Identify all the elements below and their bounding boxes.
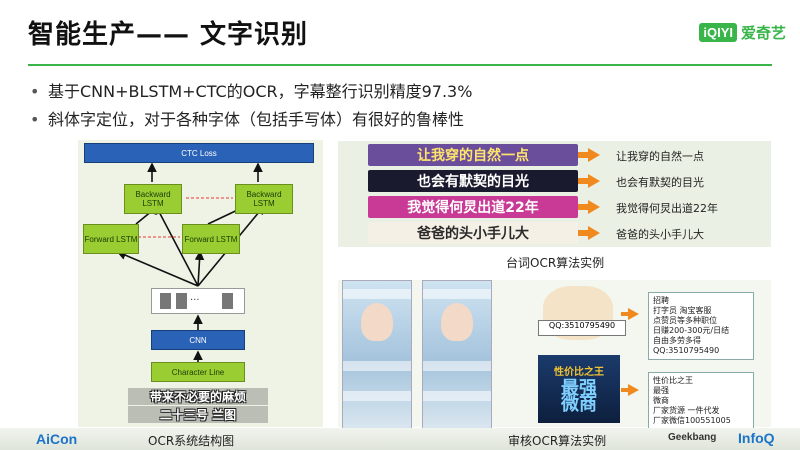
card-line: 微商 xyxy=(653,396,669,405)
card-line: 厂家货源 一件代发 xyxy=(653,406,720,415)
backward-lstm-box: Backward LSTM xyxy=(124,184,182,214)
sample-image-text: 让我穿的自然一点 xyxy=(368,144,578,166)
arrow-right-icon xyxy=(621,308,639,320)
ad-image: 性价比之王 最强 微商 xyxy=(538,355,620,423)
lyric-ocr-samples: 让我穿的自然一点 让我穿的自然一点 也会有默契的目光 也会有默契的目光 我觉得何… xyxy=(338,141,771,247)
bullet-item: • 基于CNN+BLSTM+CTC的OCR，字幕整行识别精度97.3% xyxy=(30,78,472,102)
logo-badge: iQIYI xyxy=(699,23,737,42)
card-line: QQ:3510795490 xyxy=(653,346,720,355)
sample-image-text: 也会有默契的目光 xyxy=(368,170,578,192)
ctc-loss-box: CTC Loss xyxy=(84,143,314,163)
arrow-right-icon xyxy=(578,226,600,240)
footer-bar: AiCon OCR系统结构图 审核OCR算法实例 Geekbang InfoQ xyxy=(0,428,800,450)
screenshot-thumbnail xyxy=(422,280,492,429)
sequence-ellipsis: ... xyxy=(190,292,200,303)
cat-image-label: QQ:3510795490 xyxy=(538,320,626,336)
sequence-cell xyxy=(176,293,187,309)
sample-image-text: 我觉得何炅出道22年 xyxy=(368,196,578,218)
sample-row: 爸爸的头小手儿大 爸爸的头小手儿大 xyxy=(338,222,771,246)
feature-sequence: ... xyxy=(151,288,245,314)
subtitle-sample-line-2: 二十三号 兰图 xyxy=(128,406,268,423)
text-band xyxy=(343,391,411,401)
card-line: 性价比之王 xyxy=(653,376,693,385)
arrow-right-icon xyxy=(578,148,600,162)
sample-result: 让我穿的自然一点 xyxy=(616,150,704,163)
logo-text: 爱奇艺 xyxy=(740,24,786,42)
sample-result: 也会有默契的目光 xyxy=(616,176,704,189)
card-line: 招聘 xyxy=(653,296,669,305)
bullet-dot-icon: • xyxy=(30,82,40,101)
sample-row: 也会有默契的目光 也会有默契的目光 xyxy=(338,170,771,194)
screenshot-thumbnail xyxy=(342,280,412,429)
forward-lstm-box: Forward LSTM xyxy=(182,224,240,254)
sample-result: 爸爸的头小手儿大 xyxy=(616,228,704,241)
audit-result-card: 性价比之王 最强 微商 厂家货源 一件代发 厂家微信100551005 xyxy=(648,372,754,430)
audit-result-card: 招聘 打字员 淘宝客服 点赞员等多种职位 日赚200-300元/日结 自由多劳多… xyxy=(648,292,754,360)
arrow-right-icon xyxy=(578,200,600,214)
card-line: 最强 xyxy=(653,386,669,395)
portrait-shape xyxy=(361,303,393,341)
audit-ocr-caption: 审核OCR算法实例 xyxy=(508,434,607,448)
arrow-right-icon xyxy=(578,174,600,188)
text-band xyxy=(423,289,491,299)
card-line: 日赚200-300元/日结 xyxy=(653,326,730,335)
text-band xyxy=(343,289,411,299)
bullet-dot-icon: • xyxy=(30,110,40,129)
text-band xyxy=(423,361,491,371)
sample-row: 我觉得何炅出道22年 我觉得何炅出道22年 xyxy=(338,196,771,220)
ad-text-line: 微商 xyxy=(561,394,597,415)
text-band xyxy=(423,391,491,401)
aicon-logo: AiCon xyxy=(36,431,78,447)
subtitle-sample-line-1: 带来不必要的麻烦 xyxy=(128,388,268,405)
lyric-ocr-caption: 台词OCR算法实例 xyxy=(506,256,605,270)
audit-ocr-samples: QQ:3510795490 性价比之王 最强 微商 招聘 打字员 淘宝客服 点赞… xyxy=(338,280,771,430)
iqiyi-logo: iQIYI 爱奇艺 xyxy=(699,22,786,43)
sequence-cell xyxy=(160,293,171,309)
bullet-text: 斜体字定位，对于各种字体（包括手写体）有很好的鲁棒性 xyxy=(48,110,465,129)
card-line: 自由多劳多得 xyxy=(653,336,701,345)
geekbang-logo: Geekbang xyxy=(668,432,717,443)
architecture-caption: OCR系统结构图 xyxy=(148,434,235,448)
ocr-architecture-diagram: CTC Loss Backward LSTM Backward LSTM For… xyxy=(78,140,323,427)
backward-lstm-box: Backward LSTM xyxy=(235,184,293,214)
infoq-logo: InfoQ xyxy=(738,430,775,446)
architecture-connectors xyxy=(116,162,266,362)
card-line: 点赞员等多种职位 xyxy=(653,316,717,325)
ad-text-line: 性价比之王 xyxy=(554,367,604,378)
portrait-shape xyxy=(441,303,473,341)
bullet-text: 基于CNN+BLSTM+CTC的OCR，字幕整行识别精度97.3% xyxy=(48,82,473,101)
sequence-cell xyxy=(222,293,233,309)
forward-lstm-box: Forward LSTM xyxy=(83,224,139,254)
cnn-box: CNN xyxy=(151,330,245,350)
sample-row: 让我穿的自然一点 让我穿的自然一点 xyxy=(338,144,771,168)
text-band xyxy=(343,361,411,371)
ad-text-line: 最强 xyxy=(561,378,597,399)
sample-image-text: 爸爸的头小手儿大 xyxy=(368,222,578,244)
sample-result: 我觉得何炅出道22年 xyxy=(616,202,718,215)
bullet-list: • 基于CNN+BLSTM+CTC的OCR，字幕整行识别精度97.3% • 斜体字定… xyxy=(30,78,472,134)
card-line: 打字员 淘宝客服 xyxy=(653,306,712,315)
bullet-item: • 斜体字定位，对于各种字体（包括手写体）有很好的鲁棒性 xyxy=(30,106,472,130)
arrow-right-icon xyxy=(621,384,639,396)
page-title: 智能生产—— 文字识别 xyxy=(28,20,309,50)
character-line-box: Character Line xyxy=(151,362,245,382)
card-line: 厂家微信100551005 xyxy=(653,416,731,425)
title-divider xyxy=(28,64,772,66)
